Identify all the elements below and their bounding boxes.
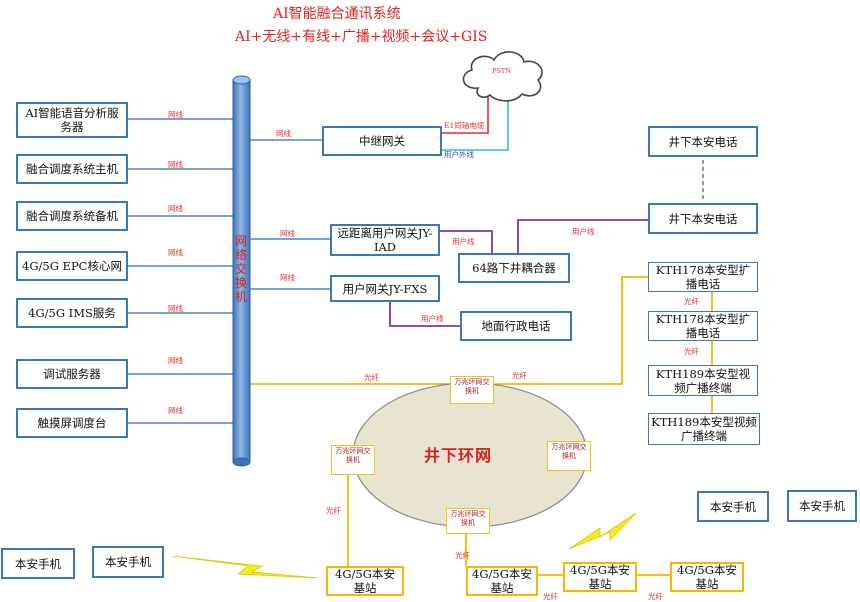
mine-safe-phone: 井下本安电话	[648, 126, 758, 157]
cable-label: 网线	[168, 160, 183, 169]
fiber-label: 光纤	[455, 551, 470, 560]
broadcast-phone: KTH178本安型扩播电话	[648, 262, 758, 292]
fiber-label: 光纤	[543, 592, 558, 601]
fiber-lines	[250, 276, 713, 576]
cable-label: 网线	[280, 229, 295, 238]
dispatch-backup-host: 融合调度系统备机	[16, 201, 128, 231]
wireless-signal-icon	[171, 555, 319, 579]
switch-bus-label: 网络交换机	[234, 234, 247, 304]
fiber-label: 光纤	[648, 592, 663, 601]
epc-core-network: 4G/5G EPC核心网	[16, 251, 128, 281]
trunk-gateway: 中继网关	[322, 126, 442, 156]
ai-voice-server: AI智能语音分析服务器	[16, 102, 128, 138]
touchscreen-console: 触摸屏调度台	[16, 408, 128, 438]
base-station: 4G/5G本安基站	[326, 566, 404, 596]
mine-safe-phone: 井下本安电话	[648, 203, 758, 234]
ring-switch-right: 万兆环网交换机	[547, 441, 591, 471]
fiber-label: 光纤	[684, 297, 699, 306]
cable-label: 网线	[168, 248, 183, 257]
ims-service: 4G/5G IMS服务	[16, 298, 128, 328]
base-station: 4G/5G本安基站	[563, 562, 637, 592]
network-switch-bus	[232, 75, 251, 467]
user-line-label: 用户线	[452, 237, 475, 246]
system-subtitle: AI+无线+有线+广播+视频+会议+GIS	[235, 29, 488, 45]
ring-switch-bottom: 万兆环网交换机	[446, 508, 490, 534]
fiber-label: 光纤	[684, 347, 699, 356]
user-gateway-fxs: 用户网关JY-FXS	[330, 275, 440, 302]
ground-admin-phone: 地面行政电话	[460, 311, 572, 341]
broadcast-phone: KTH178本安型扩播电话	[648, 311, 758, 341]
cable-label: 网线	[168, 204, 183, 213]
ring-switch-left: 万兆环网交换机	[331, 445, 375, 475]
ring-network-label: 井下环网	[424, 446, 493, 465]
coupler-64ch: 64路下井耦合器	[458, 253, 570, 283]
fiber-label: 光纤	[326, 506, 341, 515]
user-line-label: 用户线	[572, 227, 595, 236]
base-station: 4G/5G本安基站	[670, 562, 744, 592]
video-broadcast-terminal: KTH189本安型视频广播终端	[648, 365, 758, 396]
fiber-label: 光纤	[364, 373, 379, 382]
pstn-label: PSTN	[492, 67, 511, 75]
cable-label: 网线	[168, 304, 183, 313]
remote-user-gateway-iad: 远距离用户网关JY-IAD	[330, 224, 440, 256]
wireless-signal-icon	[568, 512, 637, 550]
user-lines	[389, 219, 648, 327]
e1-cable-label: E1同轴电缆	[444, 121, 485, 130]
dispatch-main-host: 融合调度系统主机	[16, 154, 128, 184]
user-outer-line-label: 用户外线	[444, 150, 474, 159]
cable-label: 网线	[276, 129, 291, 138]
cable-label: 网线	[168, 356, 183, 365]
video-broadcast-terminal: KTH189本安型视频广播终端	[648, 413, 760, 445]
safety-handset: 本安手机	[697, 491, 769, 522]
safety-handset: 本安手机	[787, 490, 857, 522]
system-title: AI智能融合通讯系统	[273, 6, 401, 22]
user-line-label: 用户线	[421, 314, 444, 323]
debug-server: 调试服务器	[16, 359, 128, 389]
base-station: 4G/5G本安基站	[466, 566, 538, 596]
cable-label: 网线	[280, 273, 295, 282]
ring-switch-top: 万兆环网交换机	[450, 376, 494, 404]
cable-label: 网线	[168, 110, 183, 119]
safety-handset: 本安手机	[92, 546, 164, 578]
server-cables	[126, 118, 330, 424]
fiber-label: 光纤	[512, 371, 527, 380]
safety-handset: 本安手机	[1, 548, 75, 579]
pstn-cloud-icon	[462, 51, 543, 102]
cable-label: 网线	[168, 406, 183, 415]
